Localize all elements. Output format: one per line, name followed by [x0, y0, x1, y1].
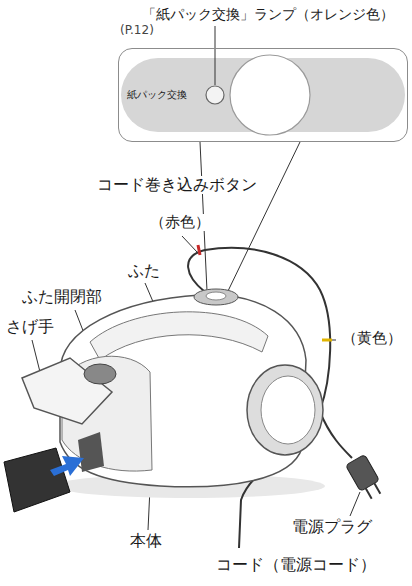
wheel-cap: [261, 376, 315, 444]
part-label: ふた: [126, 262, 162, 280]
part-label: 本体: [128, 532, 164, 550]
part-label: 電源プラグ: [290, 518, 374, 536]
button-closeup: [230, 55, 310, 135]
insert-arrow: [50, 456, 84, 476]
indicator-panel: 紙パック交換: [118, 48, 408, 142]
hose-port: [78, 432, 104, 472]
lamp: [206, 86, 224, 104]
wheel: [247, 365, 323, 455]
red-mark: [198, 245, 200, 255]
part-label: さげ手: [4, 318, 56, 336]
power-plug: [345, 454, 385, 501]
part-label: ふた開閉部: [20, 288, 104, 306]
part-label: (P.12): [118, 24, 156, 38]
lid: [90, 312, 268, 360]
part-label: コード巻き込みボタン: [95, 176, 259, 194]
cord-button-top: [206, 292, 226, 300]
part-label: 「紙パック交換」ランプ（オレンジ色）: [140, 6, 396, 22]
part-label: コード（電源コード）: [214, 556, 378, 574]
yellow-mark: [322, 339, 332, 342]
part-label: （黄色）: [340, 330, 404, 347]
part-label: （赤色）: [148, 214, 212, 231]
lamp-label: 紙パック交換: [127, 88, 187, 102]
hose-connector: [4, 448, 70, 512]
lid-latch: [84, 364, 116, 384]
cord-button: [194, 289, 238, 305]
plug-cord: [320, 412, 352, 458]
